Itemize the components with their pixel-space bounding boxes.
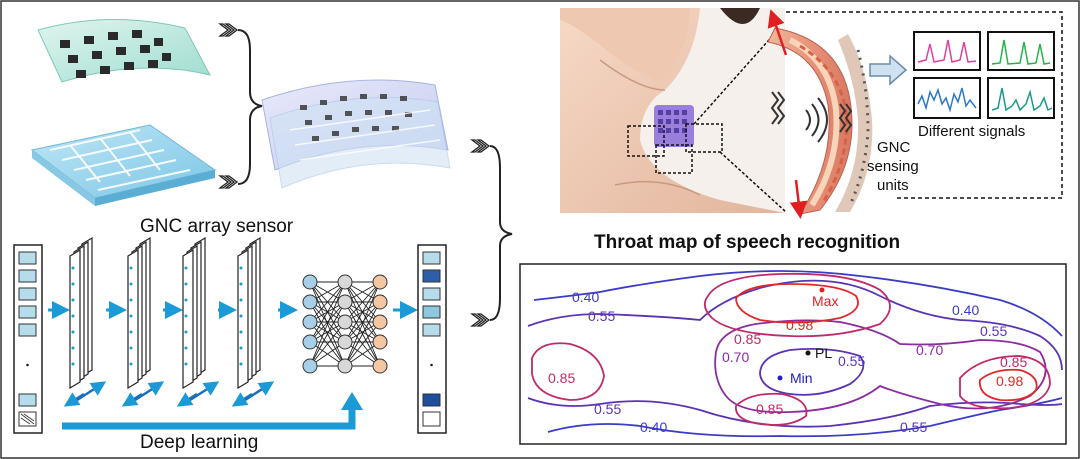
- svg-text:0.85: 0.85: [756, 401, 783, 417]
- nn-node: [337, 294, 353, 310]
- red-arrow-down: [789, 179, 808, 219]
- gnc-array-sensor-label: GNC array sensor: [140, 216, 294, 237]
- svg-text:0.55: 0.55: [594, 401, 621, 417]
- svg-text:0.85: 0.85: [548, 370, 575, 386]
- sensor-chip-grid: [60, 30, 171, 78]
- nn-node: [302, 358, 318, 374]
- svg-text:PL: PL: [815, 345, 832, 361]
- chevron-arrow-icon: [218, 175, 239, 189]
- svg-text:0.98: 0.98: [996, 373, 1023, 389]
- conv-layer-stack: [121, 236, 165, 407]
- svg-text:Min: Min: [790, 370, 813, 386]
- nn-node: [302, 334, 318, 350]
- svg-text:0.55: 0.55: [588, 308, 615, 324]
- electrode-base-layer: [30, 124, 217, 206]
- curly-brace: [237, 29, 263, 185]
- chevron-arrow-icon: [470, 313, 491, 327]
- nn-node: [337, 334, 353, 350]
- electrode-lines: [49, 129, 191, 191]
- svg-text:0.40: 0.40: [952, 302, 979, 318]
- nn-node: [337, 358, 353, 374]
- different-signals-label: Different signals: [918, 123, 1025, 140]
- nn-node: [372, 334, 388, 350]
- max-point-marker: Max: [812, 287, 838, 309]
- neck-illustration: [560, 8, 787, 213]
- svg-text:0.40: 0.40: [572, 289, 599, 305]
- deep-learning-arrow: [62, 392, 363, 430]
- nn-node: [372, 274, 388, 290]
- nn-node: [372, 358, 388, 374]
- svg-text:0.40: 0.40: [640, 419, 667, 435]
- nn-node: [337, 314, 353, 330]
- output-vector: [417, 244, 447, 434]
- curly-brace: [489, 145, 513, 321]
- top-sensor-sheet: [37, 18, 211, 83]
- deep-learning-label: Deep learning: [140, 432, 258, 453]
- red-arrow-up: [767, 9, 788, 56]
- svg-text:0.70: 0.70: [722, 349, 749, 365]
- signal-flow-arrow-icon: [869, 54, 908, 86]
- signal-panel-green: [987, 31, 1055, 71]
- svg-text:0.55: 0.55: [838, 353, 865, 369]
- svg-text:0.85: 0.85: [734, 331, 761, 347]
- conv-layer-stack: [231, 236, 275, 407]
- conv-layer-stack: [176, 236, 220, 407]
- pl-point-marker: PL: [805, 345, 832, 361]
- nn-node: [302, 274, 318, 290]
- sound-wave-icon: [770, 91, 853, 143]
- nn-node: [302, 314, 318, 330]
- nn-node: [372, 314, 388, 330]
- throat-map-title: Throat map of speech recognition: [594, 232, 900, 253]
- conv-layer-stack: [63, 236, 107, 407]
- gnc-units-label-line2: sensing: [867, 158, 919, 175]
- chevron-arrow-icon: [218, 23, 239, 37]
- gnc-units-label-line1: GNC: [877, 139, 911, 156]
- signal-panel-pink: [913, 31, 981, 71]
- gnc-units-label-line3: units: [877, 177, 909, 194]
- nn-node: [302, 294, 318, 310]
- svg-text:Max: Max: [812, 293, 838, 309]
- signal-panel-teal: [987, 77, 1055, 119]
- contour-lines: [527, 270, 1063, 438]
- signal-panel-blue: [913, 77, 981, 119]
- conv-layer-stacks: [63, 236, 275, 407]
- min-point-marker: Min: [777, 370, 813, 386]
- neural-network-diagram: [302, 274, 388, 374]
- input-vector: [13, 244, 43, 434]
- contour-value-labels: 0.40 0.55 0.40 0.55 0.85 0.98 0.70 0.55 …: [548, 289, 1027, 435]
- nn-node: [372, 294, 388, 310]
- chevron-arrow-icon: [470, 139, 491, 153]
- svg-text:0.85: 0.85: [1000, 354, 1027, 370]
- nn-node: [337, 274, 353, 290]
- svg-text:0.55: 0.55: [980, 323, 1007, 339]
- stacked-sensor: [261, 79, 451, 189]
- svg-text:0.55: 0.55: [900, 419, 927, 435]
- svg-text:0.98: 0.98: [786, 317, 813, 333]
- svg-text:0.70: 0.70: [916, 342, 943, 358]
- tissue-cross-section: [767, 27, 873, 215]
